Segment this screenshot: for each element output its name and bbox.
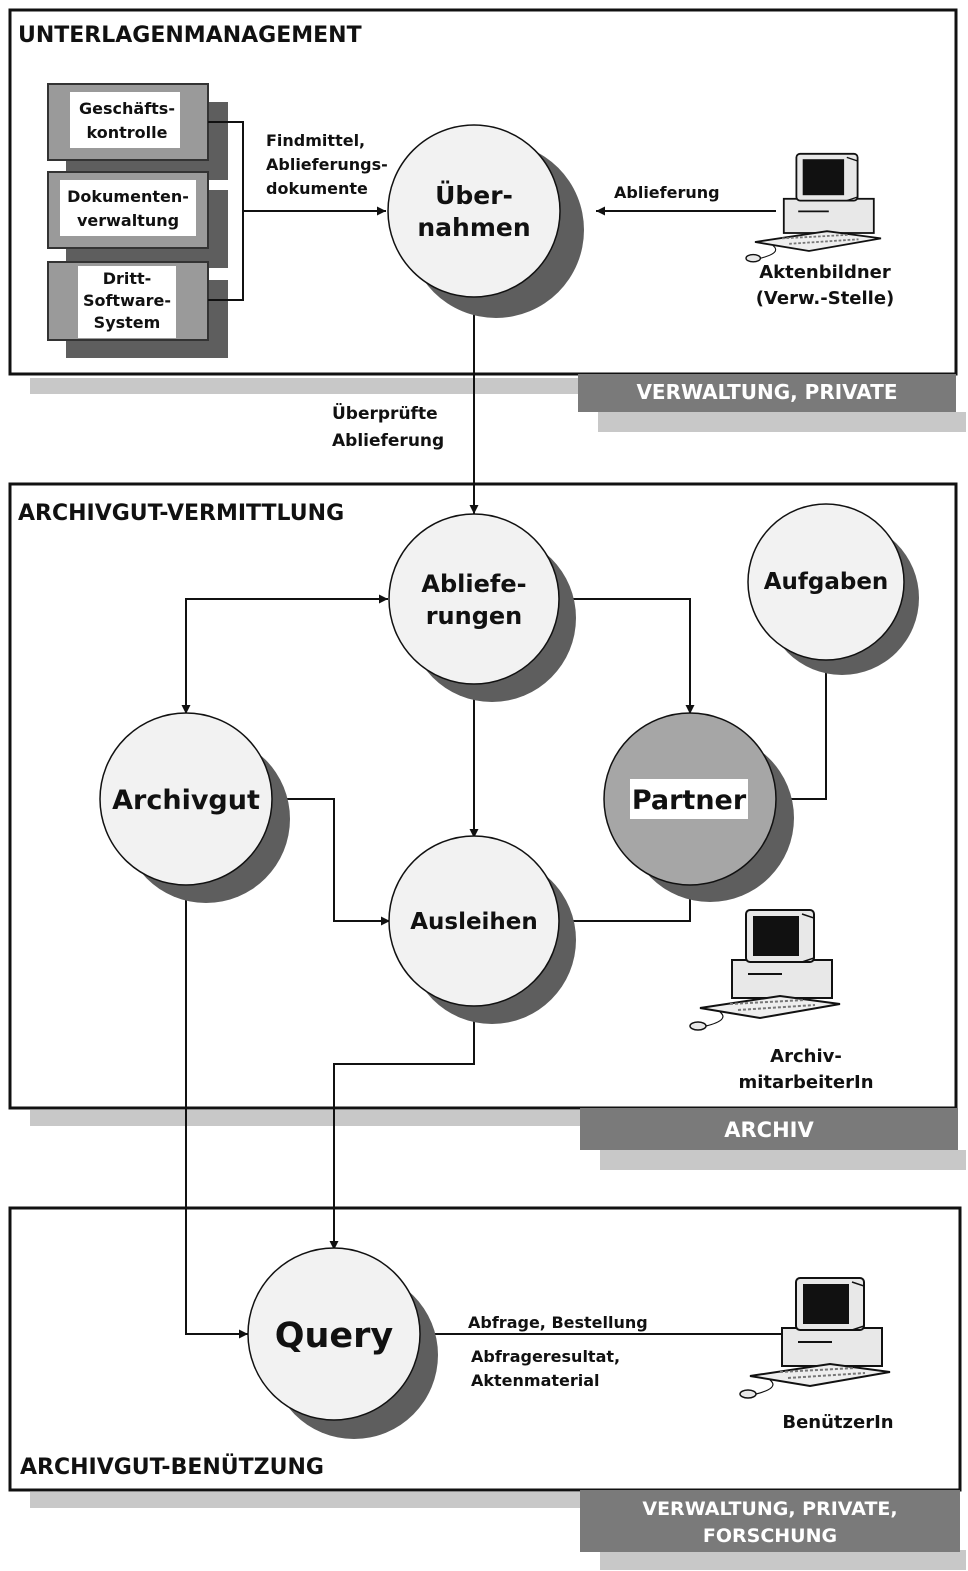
node-uebernahmen: Über- nahmen <box>387 124 584 318</box>
node-archivgut: Archivgut <box>99 712 290 903</box>
node-aufgaben: Aufgaben <box>747 503 919 675</box>
actor-label: Archiv- <box>770 1046 842 1067</box>
source-label: Software- <box>83 291 171 310</box>
section-title: ARCHIVGUT-BENÜTZUNG <box>20 1454 324 1480</box>
actor-benutzer: BenützerIn <box>739 1277 894 1433</box>
edge-labels: Findmittel, Ablieferungs- dokumente Abli… <box>266 131 720 1390</box>
source-label: Dritt- <box>103 269 152 288</box>
edge-label-ueberprueft: Ablieferung <box>332 431 444 451</box>
source-label: kontrolle <box>87 123 168 142</box>
edge-label-findmittel: Findmittel, <box>266 131 365 150</box>
edge-label-resultat: Aktenmaterial <box>471 1371 600 1390</box>
actor-archivmitarbeiter: Archiv- mitarbeiterIn <box>689 909 874 1093</box>
edge-ablieferungen-archivgut <box>181 594 388 714</box>
node-label: Query <box>275 1316 394 1356</box>
tag-label: VERWALTUNG, PRIVATE <box>636 380 897 404</box>
edge-label-findmittel: Ablieferungs- <box>266 155 388 174</box>
node-label: Partner <box>632 785 747 816</box>
section-title: ARCHIVGUT-VERMITTLUNG <box>18 501 344 526</box>
nodes: Über- nahmen Abliefe- rungen Aufgaben Ar… <box>99 124 919 1439</box>
node-label: rungen <box>426 602 523 630</box>
node-label: Aufgaben <box>764 569 889 595</box>
edges <box>181 206 827 1339</box>
edge-archivgut-query <box>181 886 248 1339</box>
node-query: Query <box>247 1247 438 1439</box>
tag-label: FORSCHUNG <box>703 1525 837 1547</box>
tag-verwaltung-private-forschung <box>580 1490 960 1552</box>
tag-label: VERWALTUNG, PRIVATE, <box>642 1498 897 1520</box>
node-ausleihen: Ausleihen <box>388 835 576 1024</box>
edge-archivgut-ausleihen <box>272 794 390 926</box>
source-label: Dokumenten- <box>67 187 189 206</box>
node-label: Ausleihen <box>410 909 538 935</box>
edge-ausleihen-query <box>329 1006 479 1250</box>
edge-ablieferungen-partner <box>560 594 695 714</box>
node-label: nahmen <box>417 213 530 242</box>
edge-aufgaben-partner <box>776 660 827 804</box>
edge-label-abfrage: Abfrage, Bestellung <box>468 1313 648 1332</box>
actor-aktenbildner: Aktenbildner (Verw.-Stelle) <box>745 152 895 309</box>
source-label: System <box>94 313 161 332</box>
actor-label: (Verw.-Stelle) <box>756 288 895 309</box>
edge-label-findmittel: dokumente <box>266 179 368 198</box>
node-ablieferungen: Abliefe- rungen <box>388 513 576 702</box>
tag-label: ARCHIV <box>724 1118 814 1142</box>
actor-label: Aktenbildner <box>759 262 891 283</box>
tag-archiv <box>580 1108 958 1150</box>
node-label: Abliefe- <box>421 570 526 598</box>
actor-label: BenützerIn <box>782 1412 893 1433</box>
node-partner: Partner <box>603 712 794 902</box>
section-title: UNTERLAGENMANAGEMENT <box>18 23 362 48</box>
edge-label-ueberprueft: Überprüfte <box>332 402 438 424</box>
actor-label: mitarbeiterIn <box>738 1072 873 1093</box>
edge-label-ablieferung: Ablieferung <box>614 183 720 202</box>
source-label: Geschäfts- <box>79 99 175 118</box>
node-label: Über- <box>435 180 513 210</box>
source-systems: Geschäfts- kontrolle Dokumenten- verwalt… <box>47 83 244 358</box>
source-label: verwaltung <box>77 211 179 230</box>
node-label: Archivgut <box>112 785 260 816</box>
tag-verwaltung-private <box>578 374 956 412</box>
edge-label-resultat: Abfrageresultat, <box>471 1347 620 1366</box>
